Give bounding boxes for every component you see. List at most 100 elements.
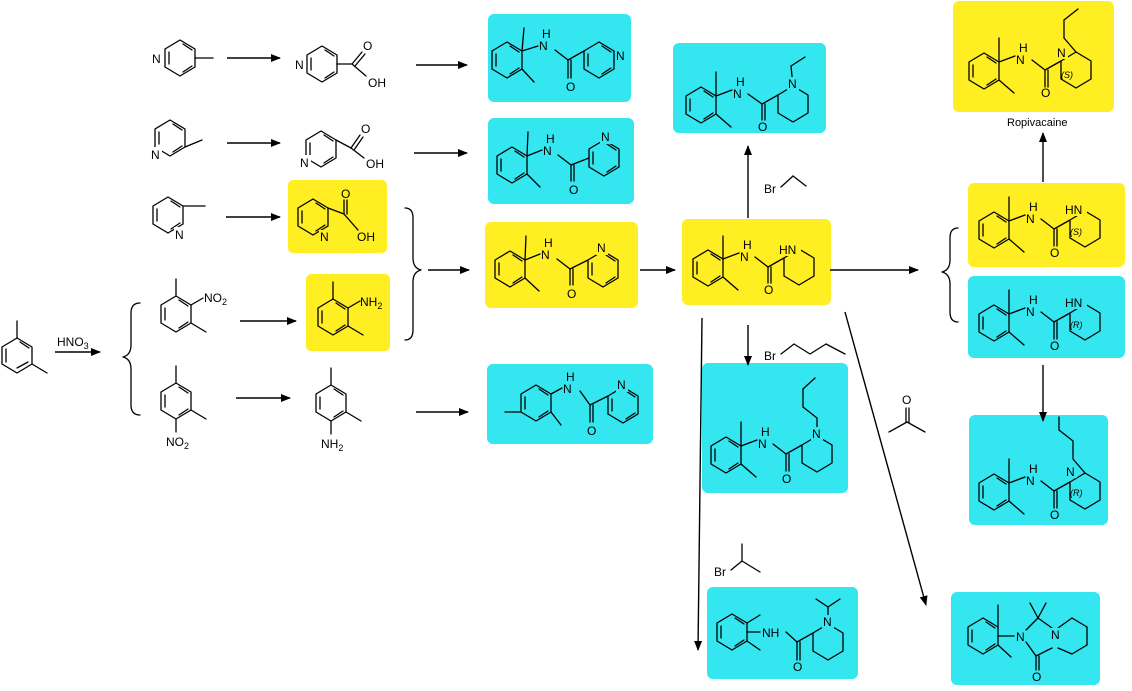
svg-text:N: N: [616, 49, 625, 63]
svg-text:N: N: [320, 230, 329, 244]
picolinic-acid: N O OH: [297, 187, 375, 244]
svg-text:N: N: [300, 156, 309, 170]
s-pipecoloxylidide-structure: HN N H O (S): [978, 196, 1101, 260]
nicotinic-acid: N O OH: [299, 122, 384, 171]
svg-text:H: H: [1029, 293, 1038, 307]
svg-text:HN: HN: [779, 243, 796, 257]
box-imidazolidinone: [951, 592, 1100, 685]
svg-text:NH2: NH2: [321, 437, 343, 453]
box-ropivacaine: [953, 1, 1114, 112]
svg-text:N: N: [601, 130, 610, 144]
svg-text:N: N: [597, 241, 606, 255]
2-6-xylidine: NH2: [317, 281, 382, 336]
svg-text:N: N: [539, 39, 548, 53]
svg-text:(S): (S): [1070, 227, 1082, 237]
svg-text:N: N: [1051, 628, 1060, 642]
braces: [122, 207, 959, 416]
svg-text:H: H: [542, 27, 551, 41]
svg-text:HN: HN: [1065, 296, 1082, 310]
svg-text:NH: NH: [762, 626, 779, 640]
svg-text:H: H: [544, 236, 553, 250]
reaction-arrows: [55, 54, 1047, 651]
svg-text:H: H: [743, 238, 752, 252]
svg-text:N: N: [740, 250, 749, 264]
ropivacaine-caption: Ropivacaine: [1007, 117, 1068, 129]
box-ethyl-product: [673, 43, 826, 133]
svg-text:O: O: [764, 283, 773, 297]
box-s-pipecoloxylidide: [968, 183, 1125, 267]
2-nitro-m-xylene: NO2: [160, 278, 227, 333]
svg-text:N: N: [788, 77, 797, 91]
svg-text:N: N: [1026, 305, 1035, 319]
svg-text:O: O: [758, 120, 767, 134]
highlight-boxes: [288, 1, 1125, 685]
svg-text:O: O: [567, 287, 576, 301]
m-xylene: [1, 320, 48, 374]
isonicotinamide-structure: N H O N: [491, 27, 627, 94]
svg-text:O: O: [782, 472, 791, 486]
brace-resolution: [941, 227, 959, 323]
svg-text:O: O: [793, 660, 802, 674]
box-dimethylphenyl-picolinamide: [487, 364, 653, 444]
4-picoline: N: [151, 39, 214, 77]
svg-text:O: O: [341, 187, 350, 201]
brace-merge: [404, 207, 422, 341]
svg-text:OH: OH: [366, 157, 384, 171]
reagent-bromobutane: Br: [764, 343, 846, 363]
svg-text:O: O: [569, 183, 578, 197]
box-bupivacaine: [702, 363, 848, 493]
svg-text:O: O: [587, 424, 596, 438]
brace-nitro-split: [122, 302, 141, 416]
svg-text:NO2: NO2: [166, 435, 189, 451]
svg-text:N: N: [541, 248, 550, 262]
box-pipecoloxylidide: [682, 219, 831, 305]
box-isonicotinamide: [488, 14, 631, 102]
4-nitro-m-xylene: NO2: [160, 365, 207, 451]
r-bupivacaine-structure: N N H O (R): [978, 416, 1101, 522]
svg-text:N: N: [543, 144, 552, 158]
r-pipecoloxylidide-structure: HN N H O (R): [978, 289, 1101, 353]
nicotinamide-structure: N H O N: [496, 130, 620, 197]
svg-text:O: O: [1032, 670, 1041, 684]
svg-text:N: N: [1026, 212, 1035, 226]
dimethylphenyl-picolinamide-structure: N H O N: [504, 370, 639, 438]
svg-text:Br: Br: [714, 565, 726, 579]
svg-text:H: H: [566, 370, 575, 384]
svg-text:NH2: NH2: [360, 295, 382, 311]
svg-text:N: N: [1016, 630, 1025, 644]
svg-text:(R): (R): [1070, 488, 1083, 498]
svg-text:N: N: [1066, 465, 1075, 479]
imidazolidinone-structure: N N O: [967, 602, 1088, 684]
picolinamide-structure: N H O N: [494, 235, 619, 301]
svg-text:N: N: [733, 87, 742, 101]
svg-text:N: N: [1026, 474, 1035, 488]
svg-text:(S): (S): [1061, 70, 1073, 80]
box-picolinamide: [485, 222, 638, 308]
isonicotinic-acid: N O OH: [294, 39, 386, 90]
box-r-bupivacaine: [969, 415, 1108, 525]
svg-text:Br: Br: [764, 349, 776, 363]
svg-text:N: N: [151, 148, 160, 162]
svg-text:N: N: [812, 427, 821, 441]
svg-text:O: O: [566, 80, 575, 94]
svg-text:O: O: [363, 39, 372, 53]
svg-text:N: N: [175, 228, 184, 242]
svg-text:N: N: [152, 52, 161, 66]
n-ethyl-product-structure: N N H O: [685, 56, 809, 134]
svg-text:H: H: [1029, 462, 1038, 476]
arrow-to-imidazolidinone: [844, 311, 928, 606]
2-picoline: N: [152, 196, 206, 242]
2-4-xylidine: NH2: [315, 367, 362, 453]
arrow-to-isopropyl: [694, 317, 703, 651]
nitration-reagent: HNO3: [57, 335, 89, 351]
reagent-2-bromopropane: Br: [714, 543, 761, 579]
svg-text:HN: HN: [1065, 203, 1082, 217]
svg-text:N: N: [1016, 53, 1025, 67]
svg-text:H: H: [546, 132, 555, 146]
svg-text:NO2: NO2: [204, 291, 227, 307]
svg-text:N: N: [758, 437, 767, 451]
svg-text:O: O: [902, 393, 911, 407]
svg-text:OH: OH: [368, 76, 386, 90]
svg-text:N: N: [617, 378, 626, 392]
